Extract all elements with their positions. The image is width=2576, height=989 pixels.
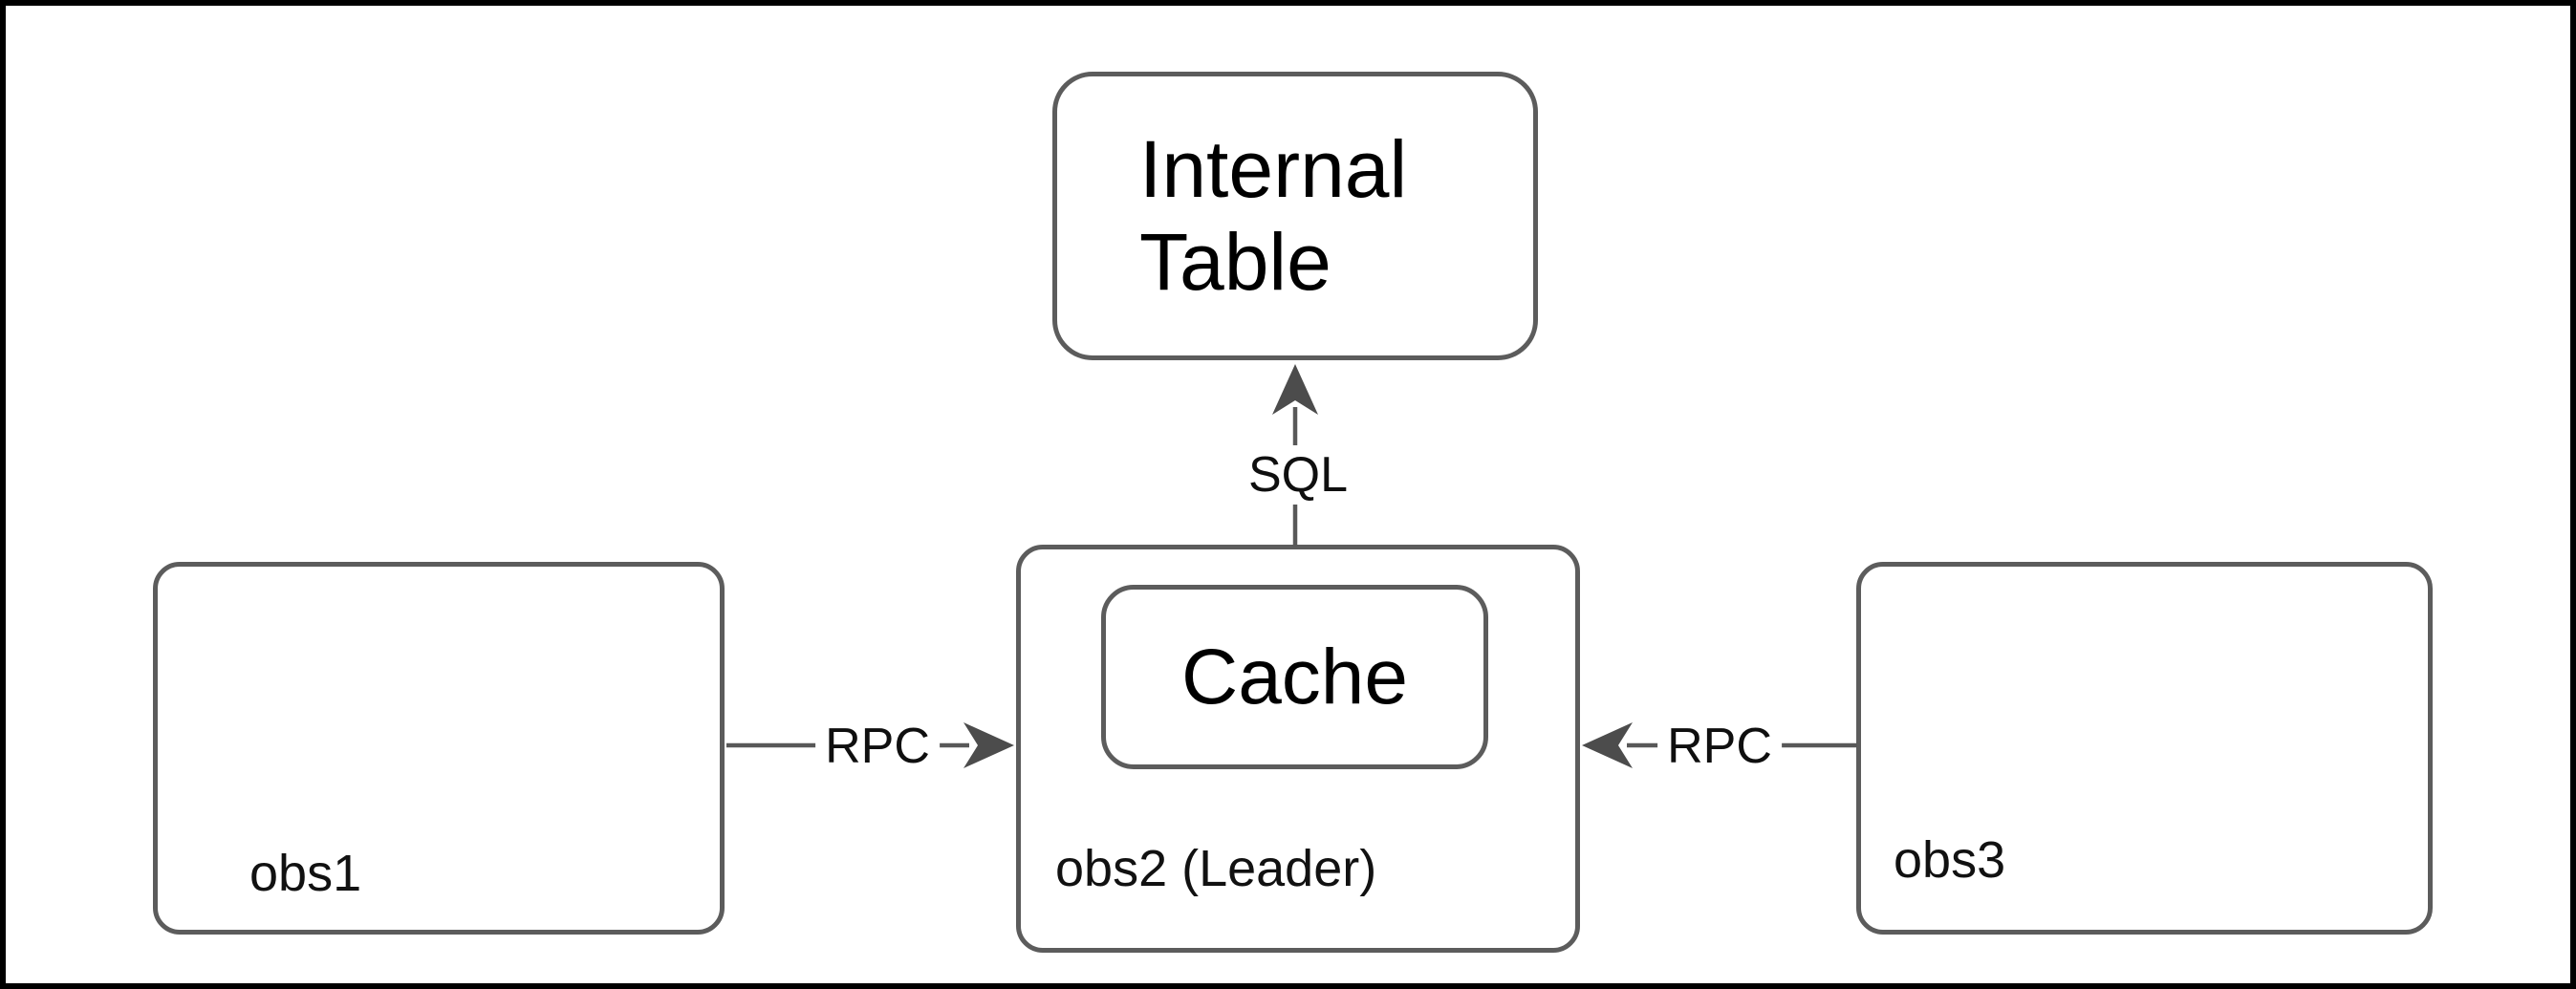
- sql-edge-label: SQL: [1238, 445, 1358, 505]
- obs2-label: obs2 (Leader): [1055, 840, 1377, 897]
- internal-table-label: Internal Table: [1139, 124, 1408, 307]
- internal-table-node: Internal Table: [1052, 72, 1538, 360]
- rpc-right-edge-label: RPC: [1657, 717, 1782, 776]
- obs2-node: Cache obs2 (Leader): [1016, 545, 1580, 953]
- obs1-node: obs1: [153, 562, 725, 935]
- obs3-label: obs3: [1894, 831, 2006, 889]
- cache-label: Cache: [1180, 633, 1409, 720]
- rpc-left-edge-label: RPC: [815, 717, 940, 776]
- cache-node: Cache: [1101, 585, 1488, 769]
- rpc-right-edge-arrowhead: [1582, 722, 1633, 768]
- obs1-label: obs1: [249, 845, 362, 902]
- obs3-node: obs3: [1856, 562, 2433, 935]
- sql-edge-arrowhead: [1272, 364, 1318, 415]
- rpc-left-edge-arrowhead: [963, 722, 1014, 768]
